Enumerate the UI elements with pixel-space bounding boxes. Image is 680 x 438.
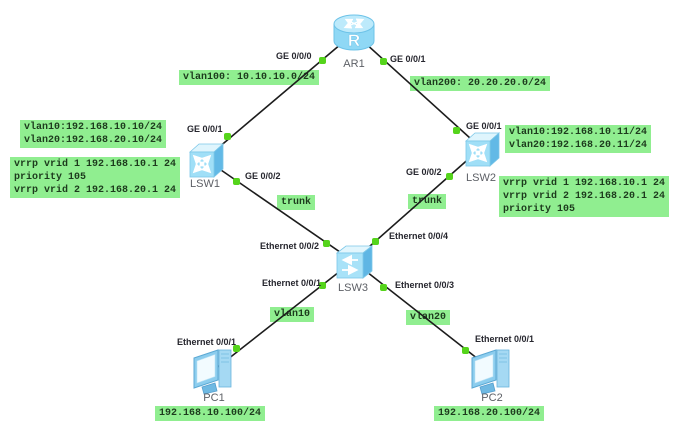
port-label-lsw2-ge001: GE 0/0/1 — [466, 121, 502, 131]
port-status-dot-lsw3-eth004 — [372, 238, 379, 245]
device-ar1[interactable]: R — [332, 13, 376, 58]
port-label-lsw3-eth002: Ethernet 0/0/2 — [260, 241, 320, 251]
port-status-dot-lsw1-ge002 — [233, 178, 240, 185]
device-lsw1[interactable] — [186, 141, 225, 184]
port-label-ar1-ge001: GE 0/0/1 — [390, 54, 426, 64]
device-lsw2[interactable] — [462, 130, 501, 173]
device-label-lsw1: LSW1 — [190, 178, 220, 190]
port-status-dot-ar1-ge001 — [380, 58, 387, 65]
annotation-lsw2-vlan-ips[interactable]: vlan10:192.168.10.11/24 vlan20:192.168.2… — [505, 125, 652, 153]
device-pc2[interactable] — [468, 345, 516, 400]
l3-switch-icon — [188, 143, 225, 178]
port-status-dot-pc2-eth001 — [462, 347, 469, 354]
device-label-lsw2: LSW2 — [466, 172, 496, 184]
port-status-dot-lsw1-ge001 — [224, 133, 231, 140]
port-status-dot-ar1-ge000 — [319, 57, 326, 64]
port-status-dot-lsw3-eth001 — [319, 282, 326, 289]
device-label-pc1: PC1 — [203, 392, 225, 404]
annotation-lsw1-vlan-ips[interactable]: vlan10:192.168.10.10/24 vlan20:192.168.2… — [20, 120, 167, 148]
l3-switch-icon — [464, 132, 501, 167]
device-label-pc2: PC2 — [481, 392, 503, 404]
pc-icon — [471, 349, 510, 395]
port-label-lsw1-ge002: GE 0/0/2 — [245, 171, 281, 181]
port-label-lsw3-eth003: Ethernet 0/0/3 — [395, 280, 455, 290]
device-label-ar1: AR1 — [343, 58, 365, 70]
annotation-vlan20-link[interactable]: vlan20 — [406, 310, 451, 325]
port-label-pc2-eth001: Ethernet 0/0/1 — [475, 334, 535, 344]
port-label-pc1-eth001: Ethernet 0/0/1 — [177, 337, 237, 347]
port-label-lsw1-ge001: GE 0/0/1 — [187, 124, 223, 134]
device-lsw3[interactable] — [333, 243, 374, 286]
device-label-lsw3: LSW3 — [338, 282, 368, 294]
port-label-lsw2-ge002: GE 0/0/2 — [406, 167, 442, 177]
port-status-dot-pc1-eth001 — [233, 345, 240, 352]
port-label-lsw3-eth004: Ethernet 0/0/4 — [389, 231, 449, 241]
port-status-dot-lsw3-eth003 — [380, 284, 387, 291]
annotation-pc2-ip[interactable]: 192.168.20.100/24 — [434, 406, 545, 421]
annotation-trunk-left[interactable]: trunk — [277, 195, 316, 210]
annotation-lsw1-vrrp[interactable]: vrrp vrid 1 192.168.10.1 24 priority 105… — [10, 157, 181, 198]
annotation-vlan200-subnet[interactable]: vlan200: 20.20.20.0/24 — [410, 76, 551, 91]
router-icon: R — [333, 14, 375, 51]
annotation-trunk-right[interactable]: trunk — [408, 194, 447, 209]
port-label-ar1-ge000: GE 0/0/0 — [276, 51, 312, 61]
device-pc1[interactable] — [190, 345, 238, 400]
annotation-pc1-ip[interactable]: 192.168.10.100/24 — [155, 406, 266, 421]
port-status-dot-lsw2-ge001 — [453, 127, 460, 134]
l2-switch-icon — [335, 245, 374, 279]
port-status-dot-lsw2-ge002 — [446, 173, 453, 180]
annotation-lsw2-vrrp[interactable]: vrrp vrid 1 192.168.10.1 24 vrrp vrid 2 … — [499, 176, 670, 217]
port-label-lsw3-eth001: Ethernet 0/0/1 — [262, 278, 322, 288]
port-status-dot-lsw3-eth002 — [323, 240, 330, 247]
svg-text:R: R — [348, 31, 360, 50]
annotation-vlan100-subnet[interactable]: vlan100: 10.10.10.0/24 — [179, 70, 320, 85]
pc-icon — [193, 349, 232, 395]
